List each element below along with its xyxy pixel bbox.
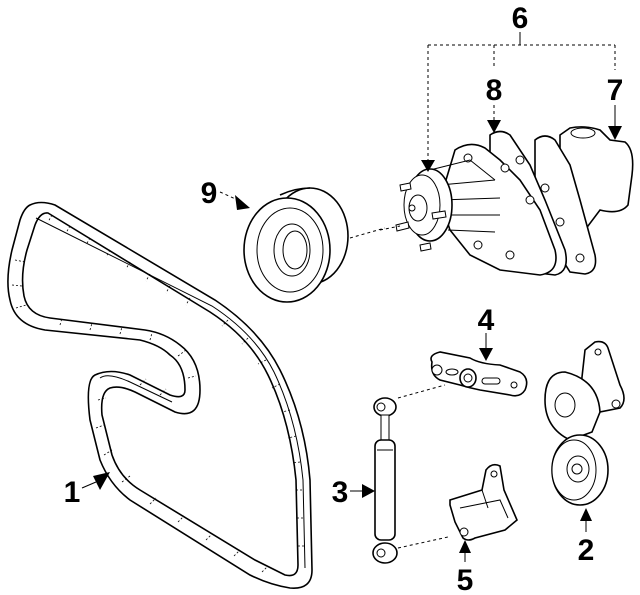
callout-6[interactable]: 6	[512, 2, 529, 35]
idler-pulley[interactable]	[243, 187, 386, 303]
callout-7[interactable]: 7	[607, 74, 624, 107]
callout-4[interactable]: 4	[478, 304, 495, 337]
arrow-icon	[487, 120, 501, 133]
callout-6-leader	[421, 32, 616, 172]
tensioner-damper[interactable]	[372, 397, 449, 564]
callout-9-leader	[219, 191, 250, 210]
callout-5[interactable]: 5	[457, 564, 474, 595]
lower-bracket[interactable]	[449, 463, 518, 541]
arrow-icon	[362, 484, 375, 498]
arrow-icon	[459, 540, 471, 553]
callout-3[interactable]: 3	[332, 476, 349, 509]
arrow-icon	[235, 195, 250, 210]
arrow-icon	[93, 472, 110, 490]
callout-4-leader	[479, 333, 493, 361]
arrow-icon	[608, 126, 622, 140]
callout-9[interactable]: 9	[201, 177, 218, 210]
arrow-icon	[421, 160, 435, 172]
belt-tensioner-pulley[interactable]	[544, 340, 625, 506]
water-pump-assembly[interactable]	[379, 126, 634, 276]
callout-2-leader	[580, 508, 592, 532]
upper-bracket[interactable]	[397, 351, 528, 399]
callout-5-leader	[459, 540, 471, 562]
arrow-icon	[479, 348, 493, 361]
callout-2[interactable]: 2	[578, 534, 595, 567]
drive-belt[interactable]	[7, 201, 313, 589]
callout-1-leader	[81, 472, 110, 490]
arrow-icon	[580, 508, 592, 521]
callout-8-leader	[487, 105, 501, 133]
callout-3-leader	[350, 484, 375, 498]
callout-8[interactable]: 8	[486, 74, 503, 107]
callout-7-leader	[608, 105, 622, 140]
callout-1[interactable]: 1	[64, 476, 81, 509]
